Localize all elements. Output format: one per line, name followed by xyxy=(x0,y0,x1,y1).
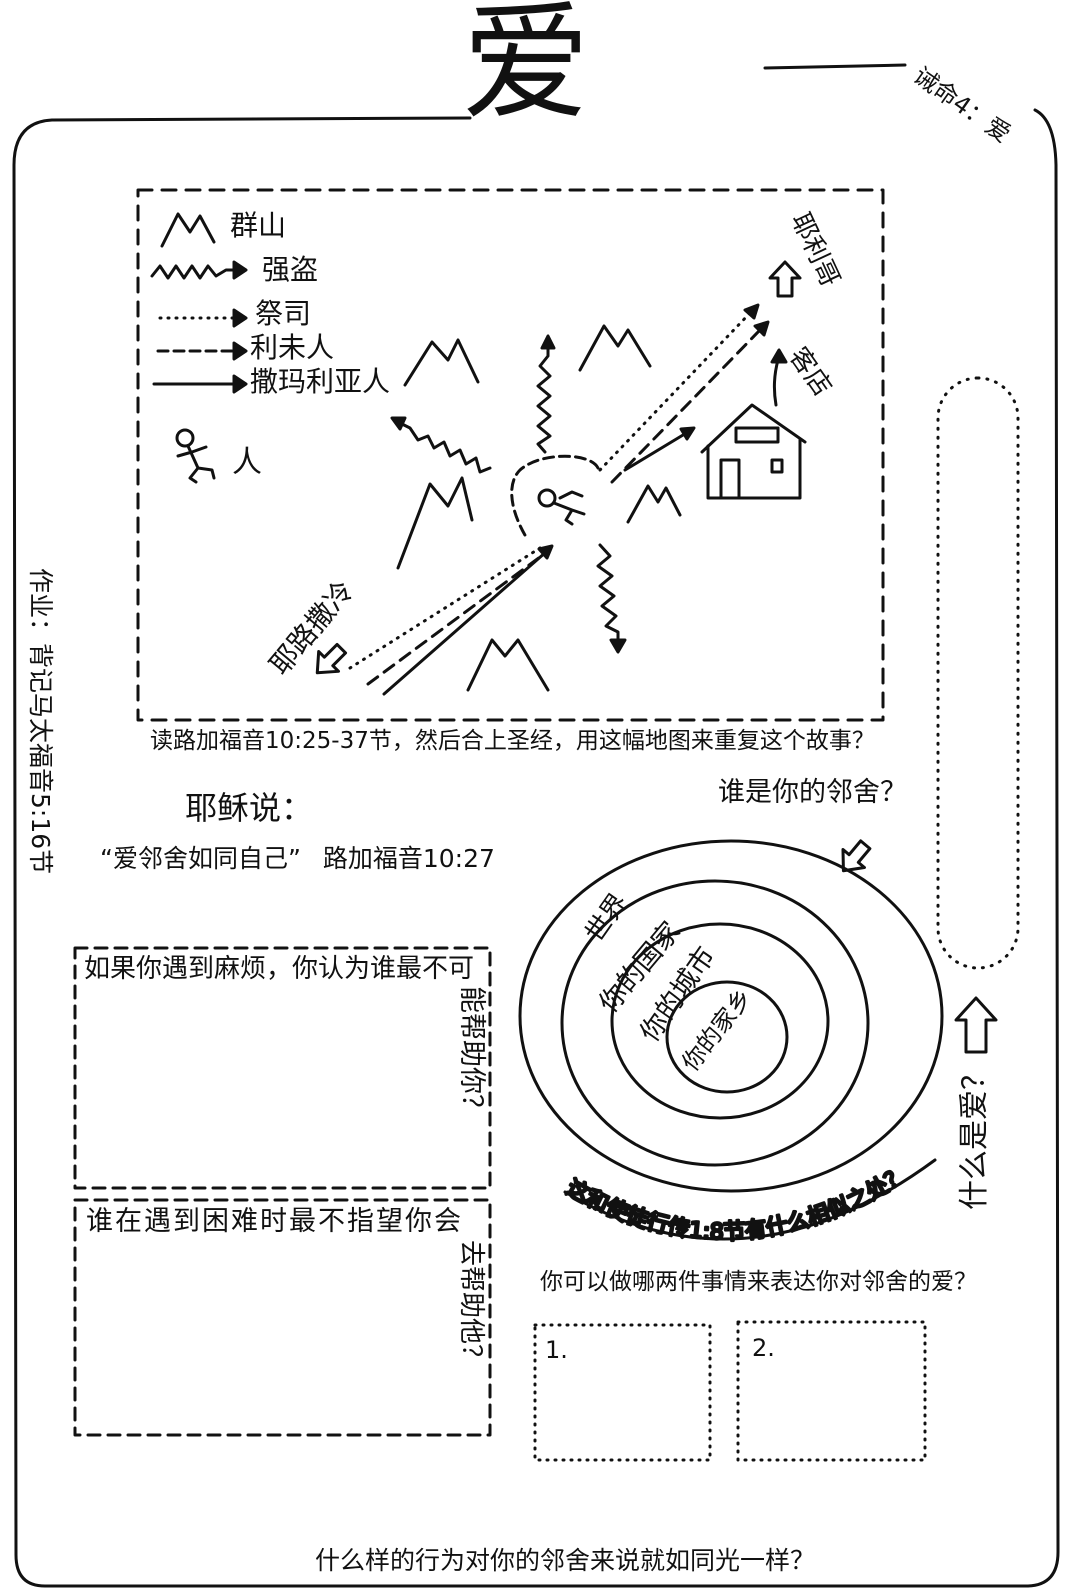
light-question: 什么样的行为对你的邻舍来说就如同光一样？ xyxy=(315,1546,816,1575)
jerusalem-label-wrap: 耶路撒冷 xyxy=(254,574,370,681)
love-answer-oval xyxy=(936,376,1020,970)
neighbor-question: 谁是你的邻舍？ xyxy=(718,777,907,808)
map-mountain-icon xyxy=(466,638,550,692)
legend-man-label: 人 xyxy=(232,445,262,480)
legend-robbers-label: 强盗 xyxy=(262,253,319,286)
jericho-arrow-icon xyxy=(768,260,802,298)
inn-label-wrap: 客店 xyxy=(782,342,838,402)
page-title: 爱 xyxy=(462,0,591,138)
two-things-question: 你可以做哪两件事情来表达你对邻舍的爱？ xyxy=(540,1269,977,1295)
levite-road-upper-arrow xyxy=(610,320,770,484)
love-up-arrow-icon xyxy=(954,996,998,1054)
legend-priest-arrow xyxy=(158,308,248,328)
map-caption: 读路加福音10:25-37节，然后合上圣经，用这幅地图来重复这个故事？ xyxy=(150,728,875,754)
neighbor-arrow-icon xyxy=(841,839,872,873)
homework-note: 作业：背记马太福音5:16节 xyxy=(26,568,55,875)
jesus-quote: “爱邻舍如同自己” xyxy=(100,844,301,873)
what-is-love-question: 什么是爱？ xyxy=(957,1060,992,1210)
circle-country xyxy=(560,879,870,1167)
box1-frame xyxy=(73,946,492,1190)
legend-man-icon xyxy=(175,428,216,484)
legend-priest-label: 祭司 xyxy=(255,297,312,330)
box2-question-line2: 去帮助他？ xyxy=(456,1240,486,1371)
circle-label-wrap: 你的城市 xyxy=(623,941,733,1047)
answer-item-1-label: 1. xyxy=(545,1336,568,1364)
robber-arrow-down xyxy=(596,543,627,654)
legend-samaritan-label: 撒玛利亚人 xyxy=(250,365,391,398)
jesus-quote-reference: 路加福音10:27 xyxy=(322,844,495,873)
legend-levite-label: 利未人 xyxy=(250,331,335,364)
page-border xyxy=(12,108,1060,1588)
legend-levite-arrow xyxy=(156,341,248,361)
samaritan-to-inn-arrow xyxy=(623,426,696,472)
jesus-said-label: 耶稣说： xyxy=(185,789,314,827)
circle-hometown xyxy=(665,980,789,1094)
map-mountain-icon xyxy=(626,484,682,524)
robber-arrow-up-left xyxy=(390,416,492,474)
map-mountain-icon xyxy=(578,324,652,372)
legend-mountains-label: 群山 xyxy=(230,209,287,242)
jerusalem-arrow-icon xyxy=(315,642,348,675)
page-border-top-right xyxy=(763,63,907,70)
wounded-man-icon xyxy=(537,488,586,526)
priest-road-lower xyxy=(348,546,542,670)
corner-label-wrap: 诫命4：爱 xyxy=(897,62,1027,149)
map-frame xyxy=(136,188,885,722)
wounded-man-circle xyxy=(510,454,600,542)
robber-arrow-up xyxy=(536,334,556,454)
legend-mountain-icon xyxy=(160,212,216,248)
circle-world xyxy=(518,839,944,1193)
circle-label-wrap: 你的家乡 xyxy=(668,984,766,1077)
circle-label-wrap: 世界 xyxy=(580,888,634,948)
jesus-quote-line: “爱邻舍如同自己” 路加福音10:27 xyxy=(100,846,495,871)
answer-box-2 xyxy=(736,1320,927,1462)
acts-question: 这和使徒行传1:8节有什么相似之处？ xyxy=(562,1162,912,1245)
priest-road-upper-arrow xyxy=(598,303,760,472)
box1-question-line1: 如果你遇到麻烦，你认为谁最不可 xyxy=(84,954,475,984)
map-mountain-icon xyxy=(396,476,474,570)
box2-question-line1: 谁在遇到困难时最不指望你会 xyxy=(86,1206,463,1237)
map-mountain-icon xyxy=(403,338,480,387)
inn-arrow xyxy=(770,348,788,407)
circle-city xyxy=(610,922,830,1120)
samaritan-road-arrow xyxy=(382,544,554,696)
legend-robber-arrow xyxy=(150,260,248,280)
legend-samaritan-arrow xyxy=(152,374,248,394)
box2-frame xyxy=(73,1198,492,1437)
jericho-label-wrap: 耶利哥 xyxy=(773,208,857,291)
levite-road-lower xyxy=(366,552,546,686)
answer-item-2-label: 2. xyxy=(752,1334,775,1362)
box1-question-line2: 能帮助你？ xyxy=(456,986,487,1121)
inn-house-icon xyxy=(700,403,807,500)
answer-box-1 xyxy=(533,1323,712,1462)
